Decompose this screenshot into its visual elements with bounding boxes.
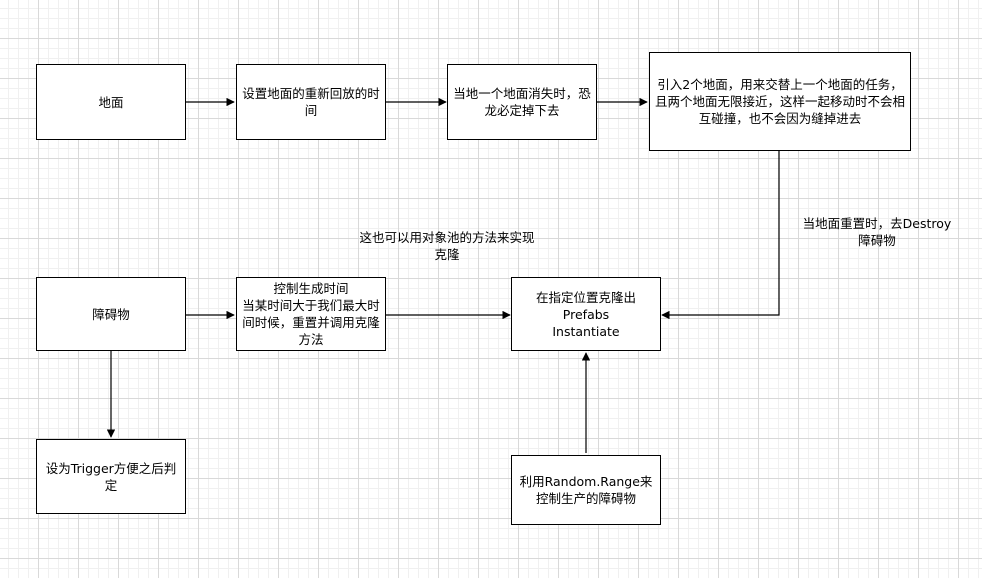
reset-time-node: 设置地面的重新回放的时间 [236, 64, 386, 140]
object-pool-note: 这也可以用对象池的方法来实现 克隆 [359, 230, 535, 262]
trigger-node: 设为Trigger方便之后判定 [36, 439, 186, 514]
destroy-edge-label: 当地面重置时，去Destroy 障碍物 [802, 216, 952, 248]
random-range-node: 利用Random.Range来控制生产的障碍物 [511, 455, 661, 525]
clone-prefabs-node: 在指定位置克隆出 Prefabs Instantiate [511, 277, 661, 351]
dino-fall-node: 当地一个地面消失时，恐龙必定掉下去 [447, 64, 597, 140]
ground-node: 地面 [36, 64, 186, 140]
control-spawn-node: 控制生成时间 当某时间大于我们最大时间时候，重置并调用克隆方法 [236, 277, 386, 351]
two-grounds-node: 引入2个地面，用来交替上一个地面的任务，且两个地面无限接近，这样一起移动时不会相… [649, 52, 911, 151]
edge-two-grounds-to-clone [661, 151, 780, 320]
obstacle-node: 障碍物 [36, 277, 186, 351]
